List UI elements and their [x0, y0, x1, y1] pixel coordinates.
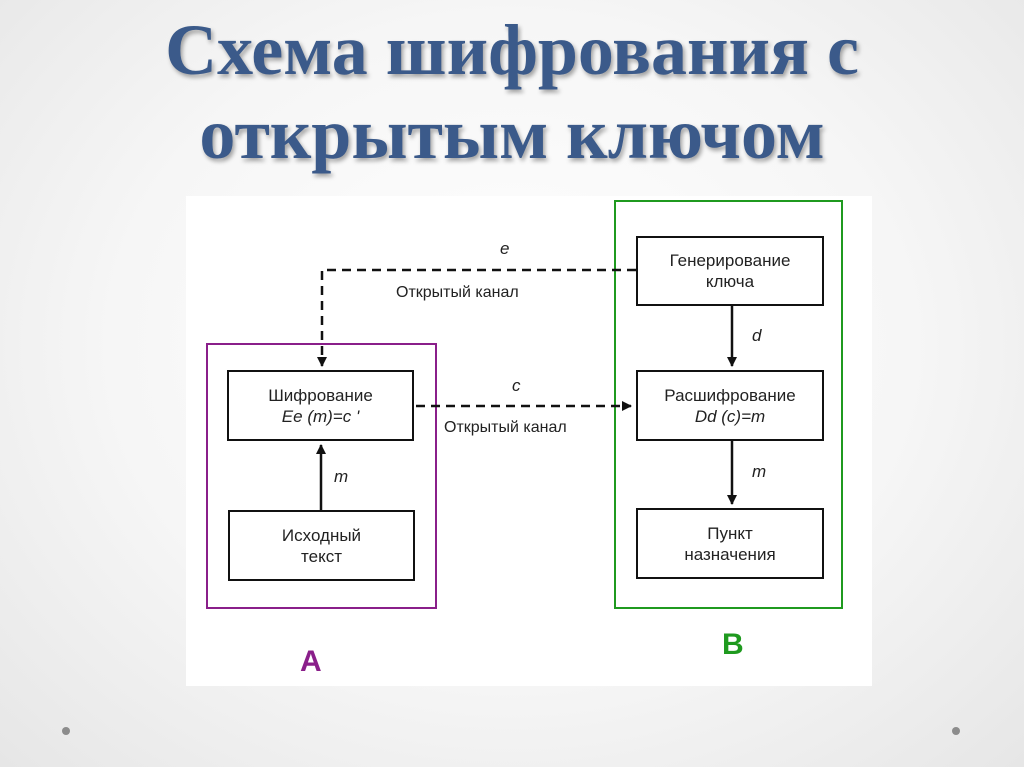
title-line-2: открытым ключом [199, 94, 825, 174]
cipher-c-label: c [512, 376, 521, 395]
destination-box: Пункт назначения [636, 508, 824, 579]
slide-dot-right [952, 727, 960, 735]
slide-dot-left [62, 727, 70, 735]
group-b-label: B [722, 628, 744, 661]
message-m-a-label: m [334, 467, 349, 486]
decrypt-formula: Dd (c)=m [694, 406, 766, 426]
source-line-1: Исходный [281, 525, 362, 545]
message-m-b-label: m [752, 462, 767, 481]
key-generation-box: Генерирование ключа [636, 236, 824, 306]
keygen-line-2: ключа [705, 272, 755, 291]
destination-line-2: назначения [684, 544, 776, 564]
group-a-label: A [300, 645, 322, 678]
title-line-1: Схема шифрования с [165, 10, 859, 90]
keygen-line-1: Генерирование [669, 251, 791, 270]
decrypt-box: Расшифрование Dd (c)=m [636, 370, 824, 441]
key-e-connector [317, 268, 636, 367]
key-channel-label: Открытый канал [396, 284, 519, 301]
group-b-frame [614, 200, 843, 609]
source-line-2: текст [301, 546, 342, 566]
encrypt-label: Шифрование [268, 385, 373, 405]
encrypt-formula: Ee (m)=c ' [281, 406, 360, 426]
source-text-box: Исходный текст [228, 510, 415, 581]
group-a-frame [206, 343, 437, 609]
destination-line-1: Пункт [707, 523, 753, 543]
cipher-channel-label: Открытый канал [444, 419, 567, 436]
decrypt-label: Расшифрование [664, 385, 796, 405]
page-title: Схема шифрования с открытым ключом [0, 8, 1024, 176]
encrypt-box: Шифрование Ee (m)=c ' [227, 370, 414, 441]
key-e-label: e [500, 239, 510, 258]
key-d-label: d [752, 326, 762, 345]
